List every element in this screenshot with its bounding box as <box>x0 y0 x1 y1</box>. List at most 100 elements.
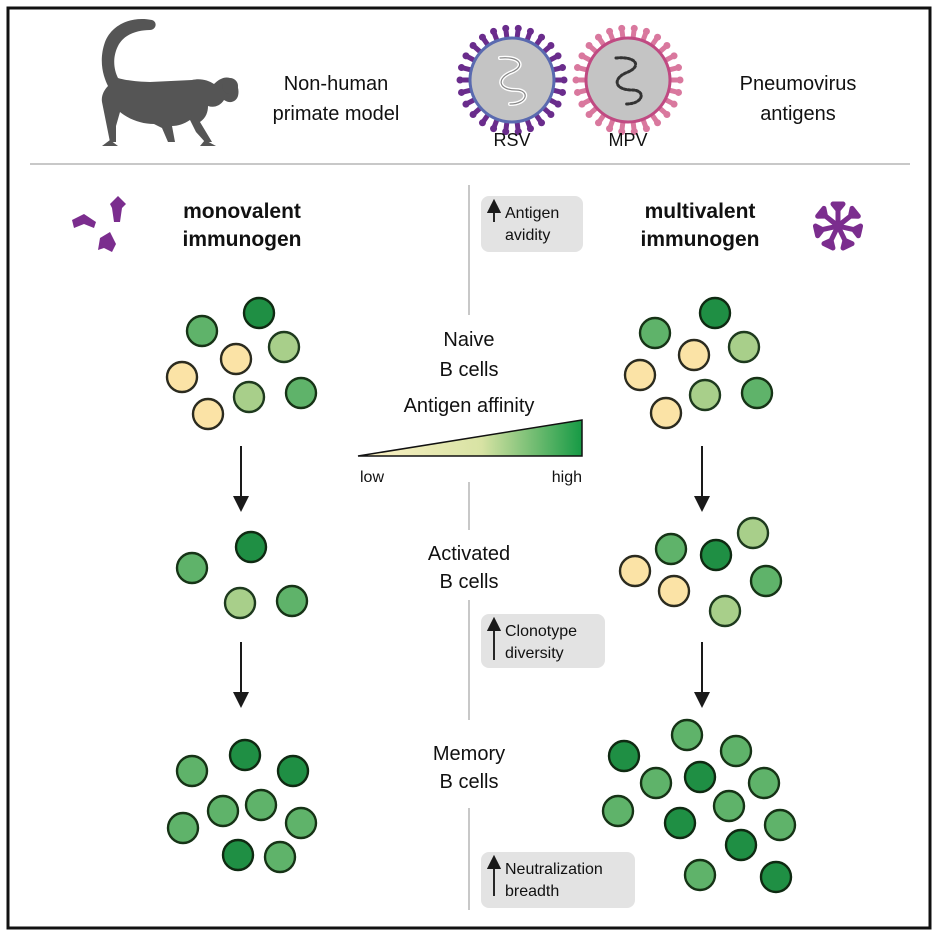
b-cell <box>284 806 318 840</box>
virion-spike-tip <box>526 27 534 35</box>
mpv-virion-icon <box>572 24 684 136</box>
b-cell <box>698 296 732 330</box>
b-cell <box>175 754 209 788</box>
b-cell <box>284 376 318 410</box>
b-cell <box>740 376 774 410</box>
virion-spike-tip <box>578 52 586 60</box>
virion-spike-tip <box>670 100 678 108</box>
b-cell <box>223 586 257 620</box>
multivalent-antigen-arm <box>821 227 839 251</box>
b-cell-clusters <box>165 296 797 894</box>
rsv-label: RSV <box>493 130 530 150</box>
b-cell <box>206 794 240 828</box>
virion-spike-tip <box>538 33 546 41</box>
antigens-label-line2: antigens <box>760 103 836 125</box>
virion-spike-tip <box>585 42 593 50</box>
b-cell <box>727 330 761 364</box>
memory-label-line1: Memory <box>433 743 505 765</box>
virion-spike-tip <box>606 27 614 35</box>
virion-spike-tip <box>558 88 566 96</box>
b-cell <box>607 739 641 773</box>
b-cell <box>747 766 781 800</box>
virion-spike-tip <box>630 128 638 136</box>
clonotype-badge-line1: Clonotype <box>505 623 577 640</box>
activated-label-line1: Activated <box>428 543 510 565</box>
virion-spike-tip <box>618 24 626 32</box>
virion-spike-tip <box>676 76 684 84</box>
b-cell <box>649 396 683 430</box>
virion-spike-tip <box>574 88 582 96</box>
virion-spike-tip <box>670 52 678 60</box>
virion-spike-tip <box>547 42 555 50</box>
b-cell <box>242 296 276 330</box>
b-cell <box>663 806 697 840</box>
virion-spike-tip <box>514 128 522 136</box>
b-cell <box>654 532 688 566</box>
b-cell <box>749 564 783 598</box>
b-cell <box>618 554 652 588</box>
virion-spike-tip <box>618 128 626 136</box>
breadth-badge-line1: Neutralization <box>505 861 603 878</box>
right-title-line1: multivalent <box>645 200 756 223</box>
b-cell <box>263 840 297 874</box>
b-cell <box>221 838 255 872</box>
virion-spike-tip <box>630 24 638 32</box>
virion-spike-tip <box>458 64 466 72</box>
b-cell <box>657 574 691 608</box>
virion-spike-tip <box>538 119 546 127</box>
virion-spike-tip <box>547 110 555 118</box>
multivalent-antigen-icon <box>812 201 864 251</box>
virion-spike-tip <box>478 33 486 41</box>
breadth-badge-line2: breadth <box>505 883 559 900</box>
breadth-badge: Neutralization breadth <box>481 852 635 908</box>
mpv-label: MPV <box>608 130 647 150</box>
naive-label-line1: Naive <box>443 329 494 351</box>
virion-spike-tip <box>594 33 602 41</box>
model-label-line2: primate model <box>273 103 400 125</box>
virion-spike-tip <box>554 52 562 60</box>
virion-spike-tip <box>674 88 682 96</box>
affinity-high-label: high <box>552 469 582 486</box>
b-cell <box>234 530 268 564</box>
monkey-icon <box>101 18 239 146</box>
virion-spike-tip <box>674 64 682 72</box>
virion-spike-tip <box>458 88 466 96</box>
avidity-badge-line2: avidity <box>505 227 550 244</box>
activated-label-line2: B cells <box>440 571 499 593</box>
antigens-label-line1: Pneumovirus <box>740 73 857 95</box>
virion-spike-tip <box>502 128 510 136</box>
b-cell <box>724 828 758 862</box>
b-cell <box>638 316 672 350</box>
b-cell <box>601 794 635 828</box>
monovalent-antigen-icon <box>72 196 126 252</box>
b-cell <box>232 380 266 414</box>
virion-spike-tip <box>663 110 671 118</box>
multivalent-antigen-arm <box>838 205 861 227</box>
virion-spike-tip <box>560 76 568 84</box>
b-cell <box>175 551 209 585</box>
b-cell <box>677 338 711 372</box>
affinity-low-label: low <box>360 469 384 486</box>
b-cell <box>683 858 717 892</box>
virion-spike-tip <box>642 27 650 35</box>
virion-spike-tip <box>490 125 498 133</box>
b-cell <box>165 360 199 394</box>
b-cell <box>688 378 722 412</box>
affinity-title: Antigen affinity <box>404 395 535 417</box>
b-cell <box>708 594 742 628</box>
b-cell <box>219 342 253 376</box>
virion-spike-tip <box>554 100 562 108</box>
virion-spike-tip <box>469 42 477 50</box>
b-cell <box>683 760 717 794</box>
virion-spike-tip <box>558 64 566 72</box>
b-cell <box>275 584 309 618</box>
avidity-badge-line1: Antigen <box>505 205 559 222</box>
b-cell <box>267 330 301 364</box>
b-cell <box>623 358 657 392</box>
virion-spike-tip <box>462 100 470 108</box>
rsv-virion-icon <box>456 24 568 136</box>
multivalent-antigen-arm <box>812 223 837 239</box>
multivalent-antigen-arm <box>839 223 864 239</box>
virion-spike-tip <box>606 125 614 133</box>
